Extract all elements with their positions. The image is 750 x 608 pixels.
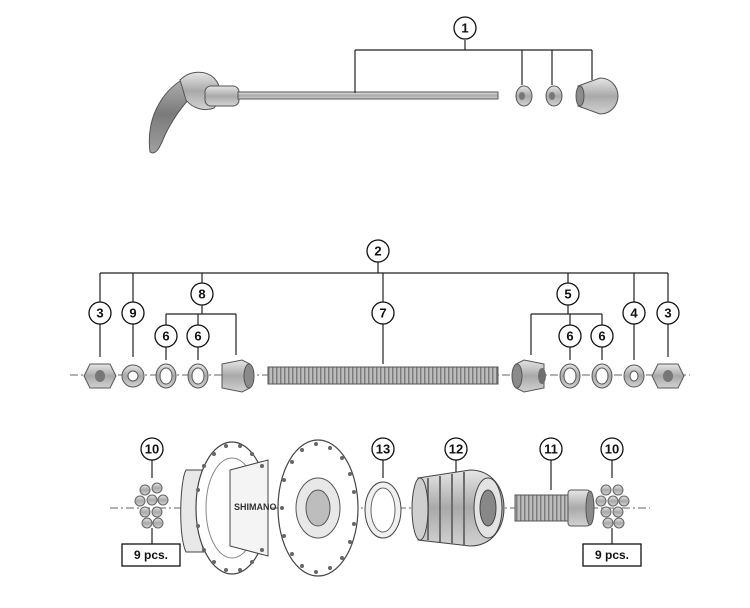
quick-release-skewer — [148, 71, 619, 154]
callout-4: 4 — [622, 301, 646, 325]
callout-11: 11 — [539, 437, 563, 461]
callout-6-c-label: 6 — [566, 329, 573, 344]
quantity-label-right: 9 pcs. — [595, 548, 629, 562]
leader-5 — [530, 304, 603, 355]
cone-left — [221, 359, 255, 393]
callout-1: 1 — [453, 16, 477, 40]
spacer-right-2 — [591, 363, 613, 389]
ball-bearings-left — [134, 482, 169, 529]
callout-3-left: 3 — [88, 301, 112, 325]
lock-nut-left — [83, 363, 117, 389]
callout-3-left-label: 3 — [96, 306, 103, 321]
quantity-box-left: 9 pcs. — [121, 543, 181, 567]
callout-11-label: 11 — [544, 442, 558, 457]
callout-10-right: 10 — [600, 437, 624, 461]
callout-4-label: 4 — [630, 306, 638, 321]
callout-2: 2 — [366, 239, 390, 263]
callout-6-a: 6 — [154, 324, 178, 348]
freehub-spacer-ring — [364, 481, 402, 539]
quantity-box-right: 9 pcs. — [582, 543, 642, 567]
adjusting-nut — [577, 77, 619, 115]
callout-5-label: 5 — [564, 287, 571, 302]
washer-right — [623, 364, 645, 388]
leader-2 — [99, 262, 669, 302]
skewer-spring-1 — [515, 85, 533, 107]
skewer-rod — [237, 91, 499, 100]
hub-body: SHIMANO — [180, 441, 277, 575]
spacer-left-1 — [155, 363, 177, 389]
spacer-left-2 — [187, 363, 209, 389]
callout-12-label: 12 — [449, 442, 463, 457]
spacer-right-1 — [559, 363, 581, 389]
callout-8: 8 — [190, 282, 214, 306]
hub-right-flange — [277, 439, 359, 577]
leader-hub-row — [151, 460, 613, 544]
callout-9: 9 — [121, 301, 145, 325]
ball-bearings-right — [595, 484, 630, 529]
callout-7-label: 7 — [379, 306, 386, 321]
callout-6-d-label: 6 — [598, 329, 605, 344]
hub-brand-text: SHIMANO — [234, 502, 277, 512]
callout-6-b: 6 — [186, 324, 210, 348]
cone-right — [511, 359, 546, 393]
callout-6-b-label: 6 — [194, 329, 201, 344]
callout-12: 12 — [444, 437, 468, 461]
skewer-spring-2 — [545, 85, 563, 107]
quantity-label-left: 9 pcs. — [134, 548, 168, 562]
callout-6-c: 6 — [558, 324, 582, 348]
hub-axle — [267, 366, 499, 385]
callout-7: 7 — [371, 301, 395, 325]
callout-13: 13 — [371, 437, 395, 461]
freehub-fixing-bolt — [514, 489, 595, 527]
callout-13-label: 13 — [376, 442, 390, 457]
callout-1-label: 1 — [461, 21, 468, 36]
callout-10-right-label: 10 — [605, 442, 619, 457]
callout-3-right: 3 — [656, 301, 680, 325]
leader-1 — [354, 40, 593, 93]
callout-10-left-label: 10 — [145, 442, 159, 457]
leader-8 — [165, 304, 237, 355]
washer-left — [121, 364, 145, 388]
callout-2-label: 2 — [374, 244, 381, 259]
lock-nut-right — [651, 363, 685, 389]
callout-6-d: 6 — [590, 324, 614, 348]
callout-8-label: 8 — [198, 287, 205, 302]
leader-small — [99, 324, 669, 364]
callout-9-label: 9 — [129, 306, 136, 321]
cam-body — [204, 85, 240, 107]
callout-3-right-label: 3 — [664, 306, 671, 321]
callout-5: 5 — [556, 282, 580, 306]
freehub-body — [411, 469, 505, 547]
callout-6-a-label: 6 — [162, 329, 169, 344]
callout-10-left: 10 — [140, 437, 164, 461]
